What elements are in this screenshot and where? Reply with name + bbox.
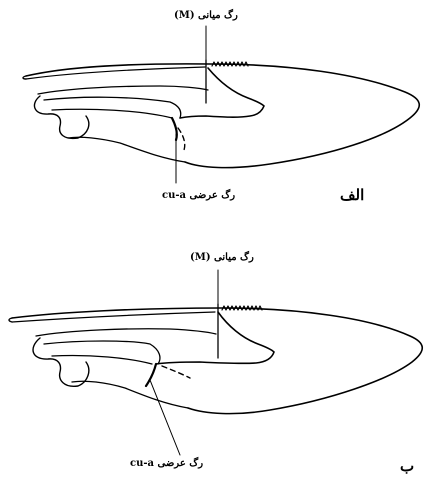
- median-vein-label-a: رگ میانی (M): [174, 10, 238, 21]
- wing-b-basal-vein-2: [44, 341, 160, 364]
- wing-a-posterior-margin: [68, 137, 185, 162]
- wing-b-base-tip: [9, 318, 12, 322]
- crossvein-label-b: رگ عرضی cu-a: [130, 458, 203, 469]
- wing-a-basal-vein-1: [38, 86, 208, 94]
- wing-diagram-a: [23, 26, 419, 183]
- wing-b-crossvein-pointer: [150, 380, 180, 455]
- wing-a-costal-margin: [26, 64, 419, 168]
- panel-label-a: الف: [340, 186, 364, 204]
- wing-b-basal-vein-1: [36, 329, 216, 336]
- wing-b-costal-margin-inner: [12, 312, 215, 322]
- wing-b-cubital-vein: [52, 355, 152, 364]
- crossvein-label-a: رگ عرضی cu-a: [162, 190, 235, 201]
- wing-b-alula: [33, 338, 89, 386]
- wing-a-cubital-vein: [52, 109, 172, 118]
- wing-b-anal-dash: [162, 366, 190, 378]
- wing-a-alula: [34, 96, 88, 138]
- wing-a-cell-border: [180, 68, 264, 118]
- wing-a-costal-margin-inner: [26, 67, 205, 79]
- panel-label-b: ب: [400, 457, 414, 475]
- wing-a-base-tip: [23, 76, 26, 79]
- wing-a-anal-dash: [178, 128, 185, 150]
- wing-b-costal-margin: [12, 308, 422, 414]
- wing-b-cell-border: [156, 312, 274, 364]
- wing-diagram-b: [9, 270, 422, 455]
- wing-b-posterior-margin: [72, 381, 188, 408]
- median-vein-label-b: رگ میانی (M): [190, 252, 254, 263]
